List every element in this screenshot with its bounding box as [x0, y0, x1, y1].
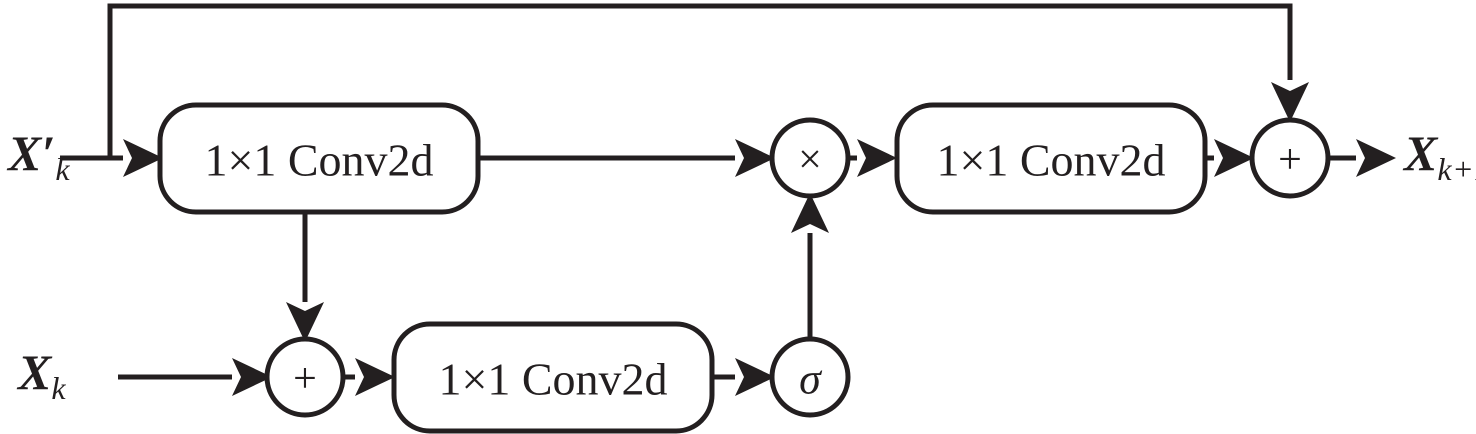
- node-sigma-label: σ: [799, 355, 823, 404]
- input-label-x-prime-k: X′k: [8, 128, 70, 185]
- input-bottom-label-subscript: k: [51, 370, 67, 407]
- output-label-subscript: k+1: [1437, 151, 1476, 188]
- edge-skip-connection: [107, 3, 1309, 158]
- node-add-bottom[interactable]: +: [264, 336, 346, 418]
- node-add-bottom-label: +: [293, 356, 317, 402]
- input-label-subscript: k: [55, 151, 71, 188]
- edge-conv-bottom-to-sigma: [712, 358, 775, 396]
- edge-input-bottom: [118, 358, 272, 396]
- node-sigma[interactable]: σ: [769, 336, 851, 418]
- edge-conv-top-to-multiply: [478, 139, 775, 177]
- input-label-x-k: Xk: [18, 347, 66, 404]
- output-label-base: X: [1404, 125, 1438, 181]
- edge-conv-top-to-add-bottom: [286, 212, 324, 342]
- edge-conv-right-to-add-right: [1205, 139, 1254, 177]
- edge-multiply-to-conv-right: [846, 139, 897, 177]
- edge-add-bottom-to-conv-bottom: [341, 358, 395, 396]
- edge-output: [1326, 139, 1396, 177]
- node-conv2d-bottom[interactable]: 1×1 Conv2d: [391, 321, 715, 434]
- node-add-right[interactable]: +: [1249, 117, 1331, 199]
- input-label-base: X: [8, 125, 42, 181]
- node-conv2d-right[interactable]: 1×1 Conv2d: [894, 102, 1208, 215]
- node-conv2d-right-label: 1×1 Conv2d: [936, 135, 1165, 186]
- input-label-prime: ′: [41, 125, 56, 181]
- node-conv2d-bottom-label: 1×1 Conv2d: [438, 354, 667, 405]
- edge-sigma-to-multiply: [791, 193, 829, 341]
- input-bottom-label-base: X: [18, 344, 52, 400]
- node-multiply[interactable]: ×: [769, 117, 851, 199]
- node-multiply-label: ×: [798, 137, 822, 183]
- node-conv2d-top-label: 1×1 Conv2d: [204, 135, 433, 186]
- node-add-right-label: +: [1278, 137, 1302, 183]
- node-conv2d-top[interactable]: 1×1 Conv2d: [157, 102, 481, 215]
- output-label-x-k-plus-1: Xk+1: [1404, 128, 1476, 185]
